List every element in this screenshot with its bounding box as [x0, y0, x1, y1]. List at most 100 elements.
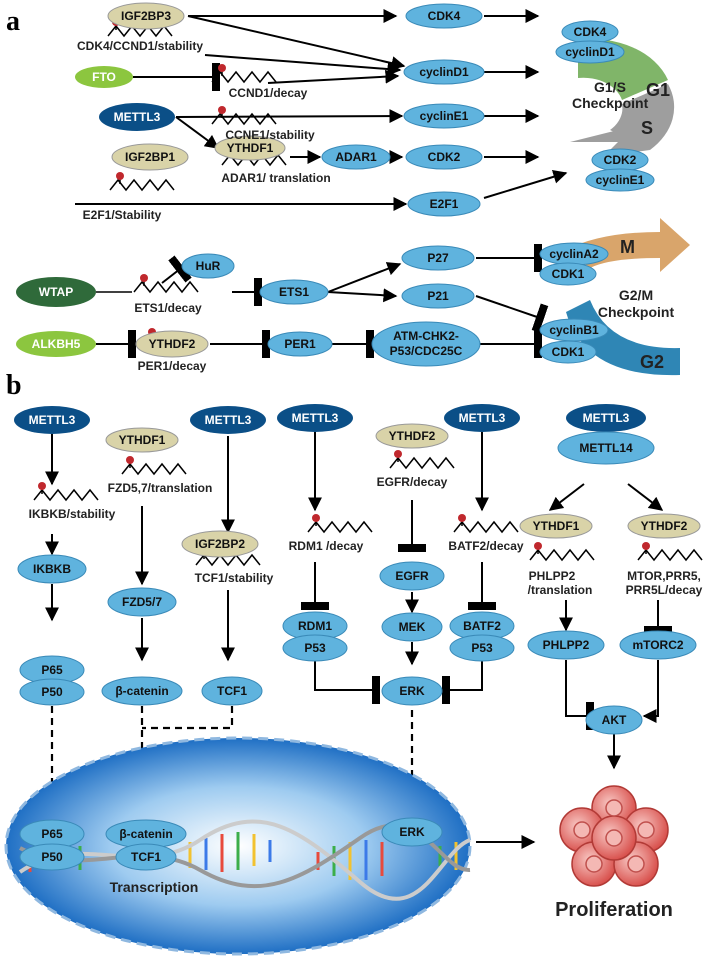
node-ythdf1-b1: YTHDF1: [105, 427, 179, 453]
node-p65-p50: P65 P50: [19, 655, 85, 706]
node-wtap: WTAP: [16, 277, 96, 307]
node-mettl3-b4: METTL3: [444, 404, 520, 432]
svg-text:METTL3: METTL3: [292, 411, 339, 425]
svg-text:METTL3: METTL3: [583, 411, 630, 425]
node-alkbh5: ALKBH5: [16, 331, 96, 357]
node-ythdf1-a: YTHDF1: [214, 135, 286, 161]
svg-text:CDK2: CDK2: [428, 150, 461, 164]
svg-text:YTHDF1: YTHDF1: [119, 433, 166, 447]
label-transcription: Transcription: [110, 879, 199, 895]
g2m-checkpoint-line2: Checkpoint: [598, 304, 675, 320]
svg-text:METTL14: METTL14: [579, 441, 633, 455]
svg-text:cyclinD1: cyclinD1: [565, 45, 615, 59]
svg-text:YTHDF1: YTHDF1: [533, 519, 580, 533]
svg-text:ERK: ERK: [399, 684, 425, 698]
node-ythdf2-b1: YTHDF2: [375, 423, 449, 449]
svg-text:METTL3: METTL3: [205, 413, 252, 427]
node-rdm1-p53: RDM1 P53: [282, 611, 348, 662]
node-mettl3-b1: METTL3: [14, 406, 90, 434]
label-tcf1-stability: TCF1/stability: [195, 571, 274, 585]
svg-text:P53: P53: [304, 641, 326, 655]
node-erk: ERK: [381, 676, 443, 706]
g1s-checkpoint-line1: G1/S: [594, 79, 626, 95]
panel-b-rna-strands: [33, 456, 703, 567]
node-p27: P27: [401, 245, 475, 271]
node-cdk2: CDK2: [405, 144, 483, 170]
label-mtor-line1: MTOR,PRR5,: [627, 569, 701, 583]
label-egfr-decay: EGFR/decay: [377, 475, 448, 489]
label-batf2-decay: BATF2/decay: [448, 539, 523, 553]
label-mtor-line2: PRR5L/decay: [626, 583, 703, 597]
node-igf2bp2: IGF2BP2: [181, 530, 259, 558]
proliferating-cells-image: [559, 785, 669, 887]
g1s-checkpoint-line2: Checkpoint: [572, 95, 649, 111]
cyclin-complex-a2: cyclinA2 CDK1: [539, 242, 609, 286]
node-ets1: ETS1: [259, 279, 329, 305]
svg-text:MEK: MEK: [399, 620, 426, 634]
node-batf2-p53: BATF2 P53: [449, 611, 515, 662]
node-cdk4: CDK4: [405, 3, 483, 29]
label-fzd-translation: FZD5,7/translation: [108, 481, 213, 495]
svg-text:WTAP: WTAP: [39, 285, 73, 299]
svg-text:AKT: AKT: [602, 713, 627, 727]
label-ets1-decay: ETS1/decay: [134, 301, 202, 315]
node-igf2bp3: IGF2BP3: [107, 2, 185, 30]
svg-text:FTO: FTO: [92, 70, 116, 84]
svg-text:ATM-CHK2-: ATM-CHK2-: [393, 329, 459, 343]
panel-a-label: a: [6, 6, 20, 37]
label-rdm1-decay: RDM1 /decay: [289, 539, 364, 553]
svg-text:P53/CDC25C: P53/CDC25C: [390, 344, 463, 358]
svg-text:cyclinA2: cyclinA2: [549, 247, 599, 261]
svg-text:BATF2: BATF2: [463, 619, 501, 633]
cyclin-complex-e1: CDK2 cyclinE1: [585, 148, 655, 192]
node-e2f1: E2F1: [407, 191, 481, 217]
svg-text:P65: P65: [41, 827, 63, 841]
label-e2f1-stability: E2F1/Stability: [83, 208, 162, 222]
svg-text:P50: P50: [41, 850, 63, 864]
svg-text:P50: P50: [41, 685, 63, 699]
svg-text:FZD5/7: FZD5/7: [122, 595, 162, 609]
svg-text:CDK1: CDK1: [552, 267, 585, 281]
label-per1-decay: PER1/decay: [138, 359, 207, 373]
node-hur: HuR: [181, 253, 235, 279]
panel-b-connectors: [45, 432, 672, 849]
cyclin-complex-b1: cyclinB1 CDK1: [539, 318, 609, 364]
svg-text:HuR: HuR: [196, 259, 221, 273]
node-atm-chk2-p53-cdc25c: ATM-CHK2- P53/CDC25C: [371, 321, 481, 367]
node-egfr: EGFR: [379, 561, 445, 591]
node-mettl3-mettl14: METTL3 METTL14: [557, 404, 655, 465]
label-ccne1-stability: CCNE1/stability: [225, 128, 315, 142]
node-cyclind1: cyclinD1: [403, 59, 485, 85]
node-phlpp2: PHLPP2: [527, 630, 605, 660]
svg-text:TCF1: TCF1: [131, 850, 161, 864]
node-igf2bp1: IGF2BP1: [111, 143, 189, 171]
label-proliferation: Proliferation: [555, 899, 673, 921]
phase-s: S: [641, 118, 653, 138]
nucleus-beta-catenin-tcf1: β-catenin TCF1: [105, 819, 187, 871]
node-mettl3-b2: METTL3: [190, 406, 266, 434]
nucleus-erk: ERK: [381, 817, 443, 847]
label-phlpp2-line1: PHLPP2: [529, 569, 576, 583]
label-cdk4-ccnd1-stability: CDK4/CCND1/stability: [77, 39, 203, 53]
svg-text:IGF2BP1: IGF2BP1: [125, 150, 175, 164]
node-ythdf2-a: YTHDF2: [135, 330, 209, 358]
svg-text:mTORC2: mTORC2: [632, 638, 683, 652]
label-adar1-translation: ADAR1/ translation: [221, 171, 330, 185]
svg-text:E2F1: E2F1: [430, 197, 459, 211]
svg-text:YTHDF2: YTHDF2: [389, 429, 436, 443]
svg-text:YTHDF2: YTHDF2: [149, 337, 196, 351]
svg-text:cyclinE1: cyclinE1: [420, 109, 469, 123]
node-fzd57: FZD5/7: [107, 587, 177, 617]
svg-text:ALKBH5: ALKBH5: [32, 337, 81, 351]
svg-text:PHLPP2: PHLPP2: [543, 638, 590, 652]
node-ythdf1-b2: YTHDF1: [519, 513, 593, 539]
node-mek: MEK: [381, 612, 443, 642]
svg-text:ETS1: ETS1: [279, 285, 309, 299]
node-tcf1: TCF1: [201, 676, 263, 706]
svg-text:cyclinB1: cyclinB1: [549, 323, 599, 337]
svg-text:METTL3: METTL3: [459, 411, 506, 425]
node-cycline1: cyclinE1: [403, 103, 485, 129]
svg-text:EGFR: EGFR: [395, 569, 429, 583]
svg-text:CDK2: CDK2: [604, 153, 637, 167]
